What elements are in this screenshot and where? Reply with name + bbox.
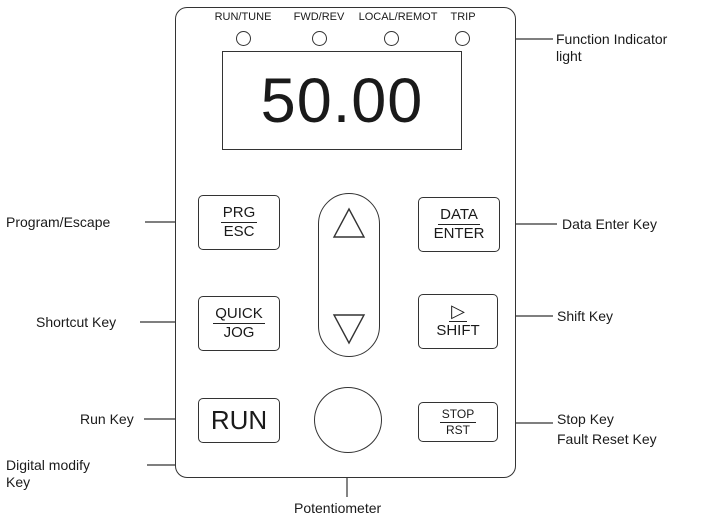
callout-function-indicator-line2: light [556,48,582,64]
quick-jog-key-bottom: JOG [223,324,255,341]
led-run-tune [236,31,251,46]
callout-potentiometer: Potentiometer [294,500,382,516]
indicator-label-local-remot: LOCAL/REMOT [358,11,438,23]
run-key-label: RUN [210,405,268,435]
led-local-remot [384,31,399,46]
callout-function-indicator: Function Indicator light [556,31,667,65]
data-enter-key[interactable]: DATA ENTER [418,197,500,252]
callout-shift: Shift Key [557,308,614,324]
callout-stop-line1: Stop Key [557,411,614,427]
triangle-down-icon[interactable] [332,313,366,345]
callout-digital-modify: Digital modify Key [6,457,90,491]
shift-arrow-icon: ▷ [449,301,467,322]
callout-program-escape: Program/Escape [6,214,111,230]
data-enter-key-top: DATA [438,206,480,225]
prg-esc-key-top: PRG [220,204,258,223]
stop-rst-key[interactable]: STOP RST [418,402,498,442]
led-trip [455,31,470,46]
callout-data-enter: Data Enter Key [562,216,657,232]
quick-jog-key[interactable]: QUICK JOG [198,296,280,351]
led-fwd-rev [312,31,327,46]
stop-rst-key-bottom: RST [446,423,470,437]
shift-key[interactable]: ▷ SHIFT [418,294,498,349]
potentiometer-knob[interactable] [314,387,382,453]
callout-digital-modify-line2: Key [6,474,31,490]
callout-stop-line2: Fault Reset Key [557,431,657,447]
indicator-label-trip: TRIP [450,11,476,23]
indicator-label-fwd-rev: FWD/REV [293,11,345,23]
prg-esc-key-bottom: ESC [223,223,255,240]
callout-function-indicator-line1: Function Indicator [556,31,668,47]
quick-jog-key-top: QUICK [213,305,265,324]
display-value: 50.00 [260,65,424,136]
callout-shortcut: Shortcut Key [36,314,117,330]
up-down-rocker [318,193,380,357]
callout-stop: Stop Key Fault Reset Key [557,411,657,448]
prg-esc-key[interactable]: PRG ESC [198,195,280,250]
data-enter-key-bottom: ENTER [433,225,485,242]
callout-run: Run Key [80,411,134,427]
stop-rst-key-top: STOP [439,407,477,423]
triangle-up-icon[interactable] [332,207,366,239]
indicator-label-run-tune: RUN/TUNE [214,11,272,23]
callout-digital-modify-line1: Digital modify [6,457,91,473]
shift-key-bottom: SHIFT [436,322,480,339]
display-screen: 50.00 [222,51,462,150]
run-key[interactable]: RUN [198,398,280,443]
